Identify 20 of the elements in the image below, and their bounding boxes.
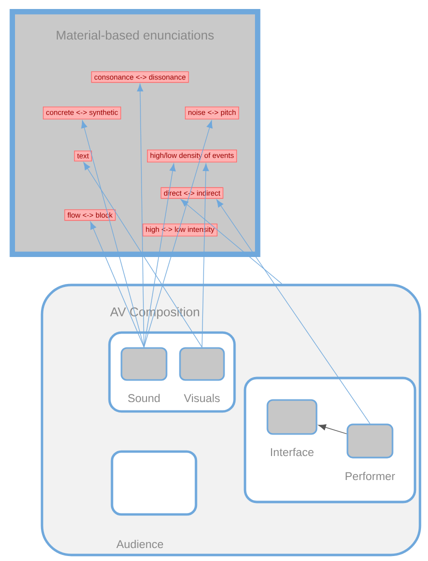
component-box: Visuals — [179, 347, 225, 402]
component-box: Interface — [266, 399, 318, 456]
arrow — [137, 84, 144, 348]
arrow — [318, 424, 347, 434]
arrow — [144, 163, 176, 348]
arrow — [202, 163, 209, 348]
node-label: Sound — [128, 394, 160, 402]
node-label: Interface — [270, 448, 314, 456]
audience-box: Audience — [110, 450, 198, 548]
component-box: Sound — [120, 347, 168, 402]
arrow — [90, 222, 144, 348]
arrow — [81, 120, 144, 348]
node-label: Performer — [346, 472, 395, 480]
arrow — [216, 199, 370, 424]
arrow — [144, 120, 213, 348]
arrow — [83, 162, 202, 348]
node-label: Audience — [116, 540, 164, 548]
arrow — [180, 199, 282, 284]
component-box: Performer — [346, 424, 395, 480]
node-label: Visuals — [184, 394, 220, 402]
